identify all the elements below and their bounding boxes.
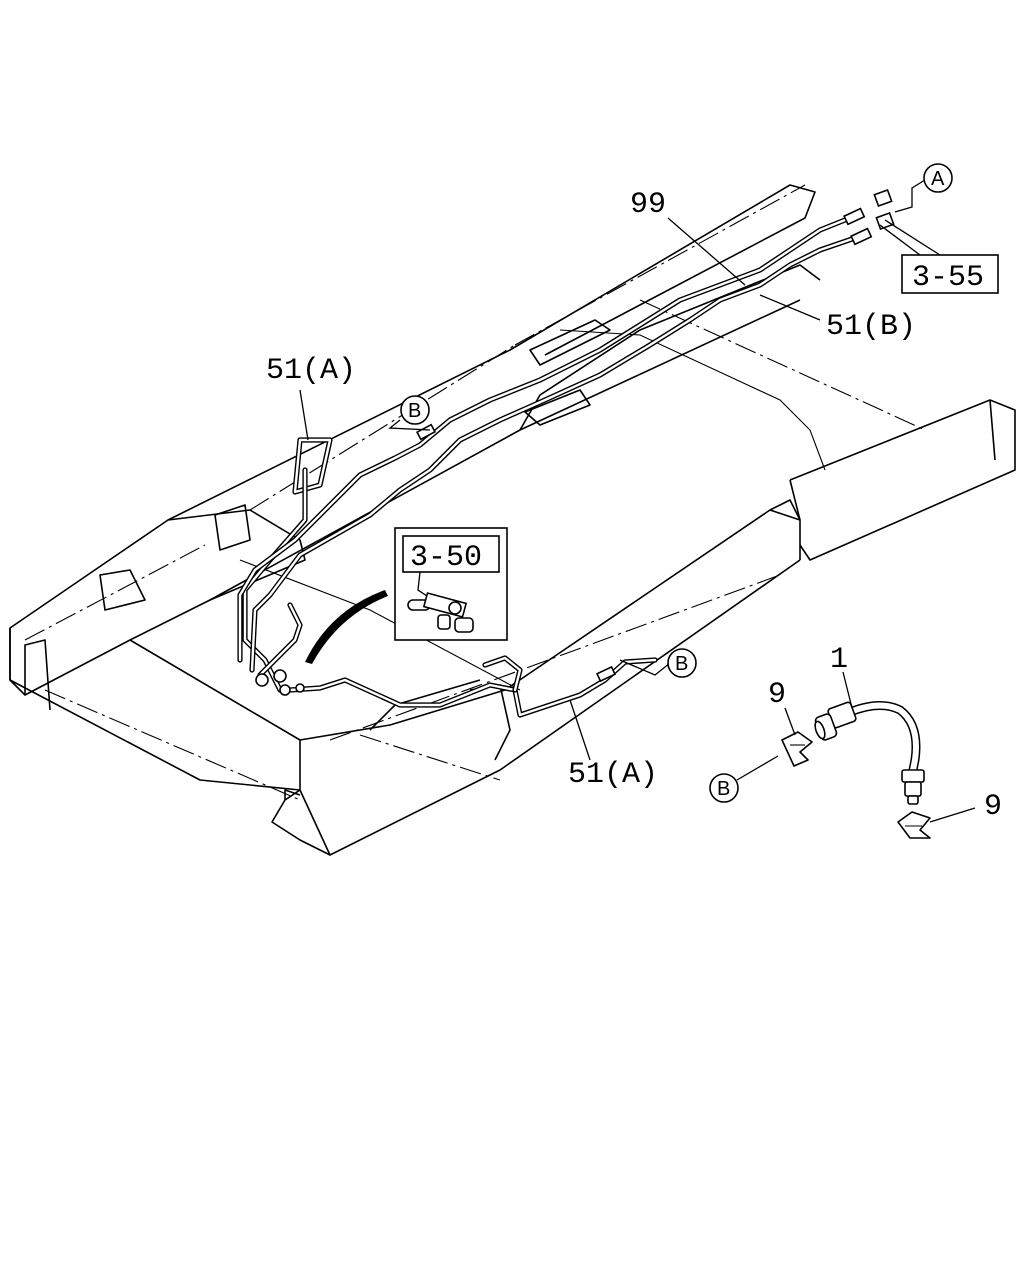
label-ref-3-50: 3-50: [410, 541, 482, 575]
marker-b-bottom: B: [717, 778, 730, 800]
leader-lines: [299, 179, 976, 823]
marker-b-top: B: [408, 400, 421, 422]
label-part-9-left: 9: [768, 678, 786, 712]
marker-a: A: [931, 168, 945, 190]
hose-clip-9-left: [781, 731, 813, 767]
label-part-1: 1: [830, 643, 848, 677]
pipe-fittings: [255, 207, 873, 696]
pointer-arrow: [305, 590, 388, 664]
marker-b-top-circle: [400, 395, 430, 425]
brake-pipe-99: [237, 215, 853, 663]
label-part-51a-bottom: 51(A): [568, 758, 658, 792]
hose-clip-9-right: [897, 811, 931, 839]
marker-a-circle: [923, 163, 953, 193]
label-part-99: 99: [630, 188, 666, 222]
label-part-51b: 51(B): [826, 310, 916, 344]
chassis-frame: [9, 184, 1016, 856]
marker-b-right: B: [675, 653, 688, 675]
marker-b-right-circle: [667, 648, 697, 678]
inset-3-50: [394, 527, 508, 641]
ref-box-3-55: [901, 254, 999, 294]
label-part-51a-top: 51(A): [266, 354, 356, 388]
marker-b-bottom-circle: [709, 773, 739, 803]
label-part-9-right: 9: [984, 790, 1002, 824]
label-ref-3-55: 3-55: [912, 261, 984, 295]
flexible-hose-1: [814, 701, 925, 805]
brake-pipe-51b: [249, 235, 858, 678]
